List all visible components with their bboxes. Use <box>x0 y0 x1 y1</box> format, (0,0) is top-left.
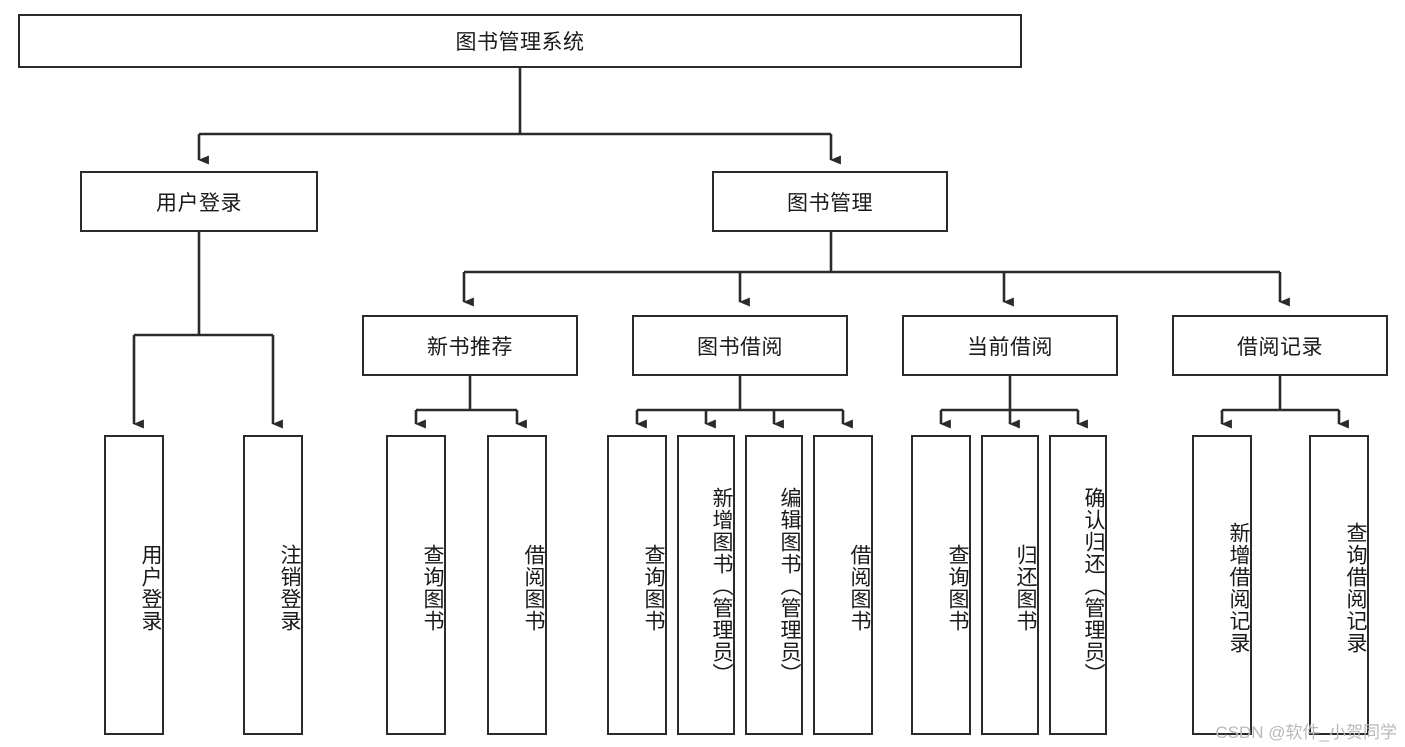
node-leaf-add-book-admin[interactable]: 新增图书（管理员） <box>677 435 735 735</box>
node-leaf-borrow-book-1[interactable]: 借阅图书 <box>487 435 547 735</box>
node-new-book-recommend[interactable]: 新书推荐 <box>362 315 578 376</box>
node-leaf-add-borrow-record[interactable]: 新增借阅记录 <box>1192 435 1252 735</box>
node-user-login[interactable]: 用户登录 <box>80 171 318 232</box>
node-current-borrow[interactable]: 当前借阅 <box>902 315 1118 376</box>
node-leaf-query-book-2[interactable]: 查询图书 <box>607 435 667 735</box>
leaf-query-borrow-record-label: 查询借阅记录 <box>1344 522 1367 654</box>
node-leaf-confirm-return-admin[interactable]: 确认归还（管理员） <box>1049 435 1107 735</box>
leaf-borrow-book-2-label: 借阅图书 <box>848 544 871 632</box>
leaf-query-book-3-label: 查询图书 <box>946 544 969 632</box>
node-book-manage-label: 图书管理 <box>787 191 873 215</box>
node-leaf-query-borrow-record[interactable]: 查询借阅记录 <box>1309 435 1369 735</box>
node-leaf-return-book[interactable]: 归还图书 <box>981 435 1039 735</box>
node-leaf-edit-book-admin[interactable]: 编辑图书（管理员） <box>745 435 803 735</box>
node-book-borrow-label: 图书借阅 <box>697 335 783 359</box>
node-borrow-record[interactable]: 借阅记录 <box>1172 315 1388 376</box>
node-root-label: 图书管理系统 <box>455 31 585 54</box>
node-user-login-label: 用户登录 <box>156 191 242 215</box>
node-book-borrow[interactable]: 图书借阅 <box>632 315 848 376</box>
leaf-query-book-2-label: 查询图书 <box>642 544 665 632</box>
node-new-book-recommend-label: 新书推荐 <box>427 335 513 359</box>
leaf-user-login-label: 用户登录 <box>139 544 162 632</box>
node-root[interactable]: 图书管理系统 <box>18 14 1022 68</box>
leaf-add-borrow-record-label: 新增借阅记录 <box>1227 522 1250 654</box>
node-leaf-query-book-1[interactable]: 查询图书 <box>386 435 446 735</box>
node-leaf-logout-login[interactable]: 注销登录 <box>243 435 303 735</box>
leaf-return-book-label: 归还图书 <box>1014 544 1037 632</box>
leaf-edit-book-admin-label: 编辑图书（管理员） <box>778 487 801 685</box>
node-current-borrow-label: 当前借阅 <box>967 335 1053 359</box>
leaf-logout-login-label: 注销登录 <box>278 544 301 632</box>
leaf-add-book-admin-label: 新增图书（管理员） <box>710 487 733 685</box>
node-borrow-record-label: 借阅记录 <box>1237 335 1323 359</box>
leaf-query-book-1-label: 查询图书 <box>421 544 444 632</box>
node-leaf-borrow-book-2[interactable]: 借阅图书 <box>813 435 873 735</box>
leaf-borrow-book-1-label: 借阅图书 <box>522 544 545 632</box>
leaf-confirm-return-admin-label: 确认归还（管理员） <box>1082 487 1105 685</box>
node-leaf-query-book-3[interactable]: 查询图书 <box>911 435 971 735</box>
node-book-manage[interactable]: 图书管理 <box>712 171 948 232</box>
node-leaf-user-login[interactable]: 用户登录 <box>104 435 164 735</box>
